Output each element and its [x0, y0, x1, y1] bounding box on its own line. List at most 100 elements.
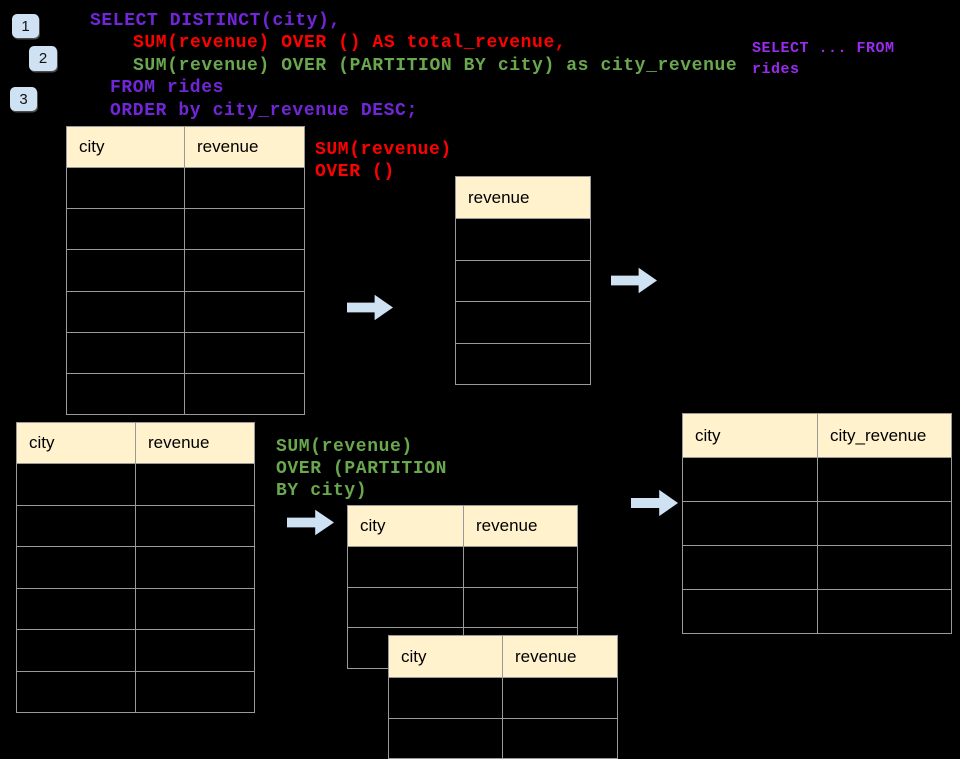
sql-code-line: FROM rides	[110, 78, 225, 99]
table-cell	[67, 373, 185, 415]
table-header-row: city city_revenue	[683, 414, 951, 458]
table-cell	[67, 291, 185, 332]
table-cell	[185, 332, 304, 373]
table-cell	[818, 458, 951, 501]
table-cell	[348, 547, 464, 587]
table-cell	[683, 458, 818, 501]
table-cell	[185, 209, 304, 250]
column-header: city	[389, 636, 503, 677]
flow-arrow-right-icon	[631, 489, 678, 517]
table-cell	[456, 343, 590, 384]
table-partition-city-b: city revenue	[388, 635, 618, 759]
table-cell	[818, 546, 951, 589]
table-cell	[136, 588, 254, 629]
text-line: SUM(revenue)	[315, 140, 452, 160]
table-cell	[185, 291, 304, 332]
table-cell	[456, 302, 590, 343]
table-cell	[17, 630, 136, 671]
table-row	[67, 291, 304, 333]
table-cell	[503, 718, 617, 758]
column-header: city	[348, 506, 464, 546]
table-cell	[67, 168, 185, 209]
table-cell	[136, 630, 254, 671]
table-header-row: city revenue	[348, 506, 577, 547]
text-line: SELECT ... FROM	[752, 40, 895, 57]
table-cell	[17, 588, 136, 629]
table-row	[17, 505, 254, 547]
table-cell	[818, 590, 951, 633]
table-row	[683, 590, 951, 633]
sql-code-line: SUM(revenue) OVER (PARTITION BY city) as…	[133, 55, 738, 76]
table-row	[348, 547, 577, 588]
text-line: BY city)	[276, 481, 368, 501]
table-source-bottom: city revenue	[16, 422, 255, 713]
flow-arrow-right-icon	[287, 509, 334, 536]
table-row	[683, 546, 951, 590]
flow-arrow-right-icon	[347, 294, 393, 321]
sql-code-line: SELECT DISTINCT(city),	[90, 11, 341, 31]
table-row	[17, 547, 254, 589]
table-cell	[17, 464, 136, 505]
table-cell	[464, 547, 577, 587]
table-row	[17, 464, 254, 506]
table-cell	[683, 546, 818, 589]
column-header: revenue	[148, 433, 210, 452]
table-row	[17, 671, 254, 712]
table-cell	[456, 260, 590, 301]
table-row	[67, 373, 304, 415]
sql-code-line: ORDER by city_revenue DESC;	[110, 100, 418, 121]
column-header: revenue	[197, 137, 259, 156]
table-cell	[185, 373, 304, 415]
sql-code-block: SELECT DISTINCT(city),SUM(revenue) OVER …	[0, 10, 737, 122]
column-header: city	[67, 127, 185, 167]
table-row	[683, 502, 951, 546]
step-badge-3: 3	[10, 87, 37, 111]
label-sum-over-total: SUM(revenue)OVER ()	[315, 139, 452, 183]
text-line: OVER (PARTITION	[276, 459, 448, 479]
column-header: city	[17, 423, 136, 463]
table-row	[456, 260, 590, 302]
table-row	[67, 168, 304, 210]
column-header: revenue	[515, 646, 577, 666]
step-badge-2: 2	[29, 46, 57, 71]
flow-arrow-right-icon	[611, 267, 657, 294]
table-header-row: revenue	[456, 177, 590, 219]
step-badge-1: 1	[12, 14, 39, 38]
table-row	[348, 587, 577, 629]
table-cell	[389, 678, 503, 718]
column-header: city	[683, 414, 818, 457]
table-cell	[185, 168, 304, 209]
table-cell	[464, 587, 577, 628]
table-cell	[136, 671, 254, 712]
table-cell	[67, 209, 185, 250]
table-cell	[818, 502, 951, 545]
table-cell	[683, 502, 818, 545]
table-row	[17, 588, 254, 630]
table-header-row: city revenue	[67, 127, 304, 168]
column-header: revenue	[468, 187, 530, 207]
slide-canvas: { "colors": { "background": "#000000", "…	[0, 10, 952, 759]
table-cell	[389, 718, 503, 758]
table-cell	[503, 678, 617, 718]
table-row	[17, 630, 254, 672]
text-line: SUM(revenue)	[276, 437, 413, 457]
table-cell	[17, 505, 136, 546]
text-line: rides	[752, 61, 800, 78]
table-cell	[136, 547, 254, 588]
table-revenue-only: revenue	[455, 176, 591, 385]
table-source-top: city revenue	[66, 126, 305, 415]
sql-code-line: SUM(revenue) OVER () AS total_revenue,	[133, 33, 567, 54]
column-header: city_revenue	[830, 425, 927, 445]
table-row	[67, 209, 304, 251]
table-cell	[456, 219, 590, 260]
table-row	[389, 678, 617, 719]
table-row	[456, 219, 590, 261]
text-line: OVER ()	[315, 162, 395, 182]
column-header: revenue	[476, 516, 538, 535]
table-cell	[136, 505, 254, 546]
table-cell	[683, 590, 818, 633]
table-cell	[185, 250, 304, 291]
sql-side-note: SELECT ... FROM rides	[752, 38, 895, 80]
table-city-revenue-result: city city_revenue	[682, 413, 952, 634]
